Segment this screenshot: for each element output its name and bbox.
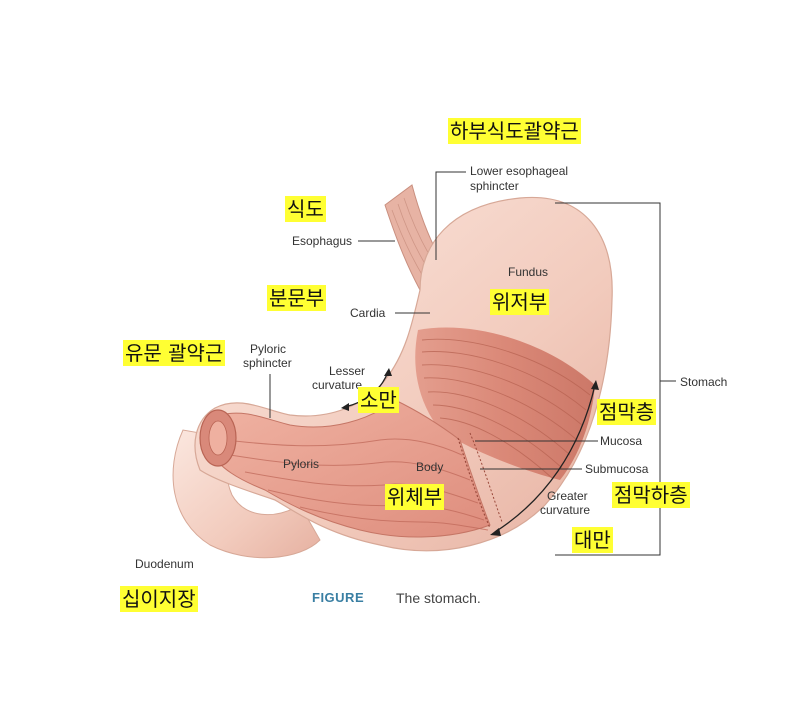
kr-label-lower-esophageal-sphincter: 하부식도괄약근	[448, 118, 581, 144]
kr-label-mucosa: 점막층	[597, 399, 657, 425]
kr-label-lesser-curvature: 소만	[358, 387, 399, 413]
label-greater-curvature-line1: Greater	[547, 489, 588, 503]
label-body: Body	[416, 460, 444, 474]
kr-label-greater-curvature: 대만	[572, 527, 613, 553]
kr-label-pyloric-sphincter: 유문 괄약근	[123, 340, 226, 366]
label-cardia: Cardia	[350, 306, 386, 320]
label-lower-esophageal-sphincter-line1: Lower esophageal	[470, 164, 569, 178]
figure-caption-label: FIGURE	[312, 590, 365, 605]
label-stomach: Stomach	[680, 375, 728, 389]
figure-caption-text: The stomach.	[396, 590, 481, 606]
kr-label-body: 위체부	[385, 484, 445, 510]
label-esophagus: Esophagus	[292, 234, 353, 248]
kr-label-cardia: 분문부	[267, 285, 327, 311]
label-fundus: Fundus	[508, 265, 549, 279]
label-lower-esophageal-sphincter-line2: sphincter	[470, 179, 519, 193]
kr-label-submucosa: 점막하층	[612, 482, 690, 508]
kr-label-duodenum: 십이지장	[120, 586, 198, 612]
label-lesser-curvature-line1: Lesser	[329, 364, 366, 378]
label-greater-curvature-line2: curvature	[540, 503, 591, 517]
label-pyloric-sphincter-line1: Pyloric	[250, 342, 287, 356]
kr-label-fundus: 위저부	[490, 289, 550, 315]
leader-lines	[269, 171, 676, 556]
label-duodenum: Duodenum	[135, 557, 194, 571]
label-mucosa: Mucosa	[600, 434, 643, 448]
label-lesser-curvature-line2: curvature	[312, 378, 363, 392]
kr-label-esophagus: 식도	[285, 196, 326, 222]
label-submucosa: Submucosa	[585, 462, 649, 476]
label-pyloric-sphincter-line2: sphincter	[243, 356, 292, 370]
label-pyloris: Pyloris	[283, 457, 320, 471]
